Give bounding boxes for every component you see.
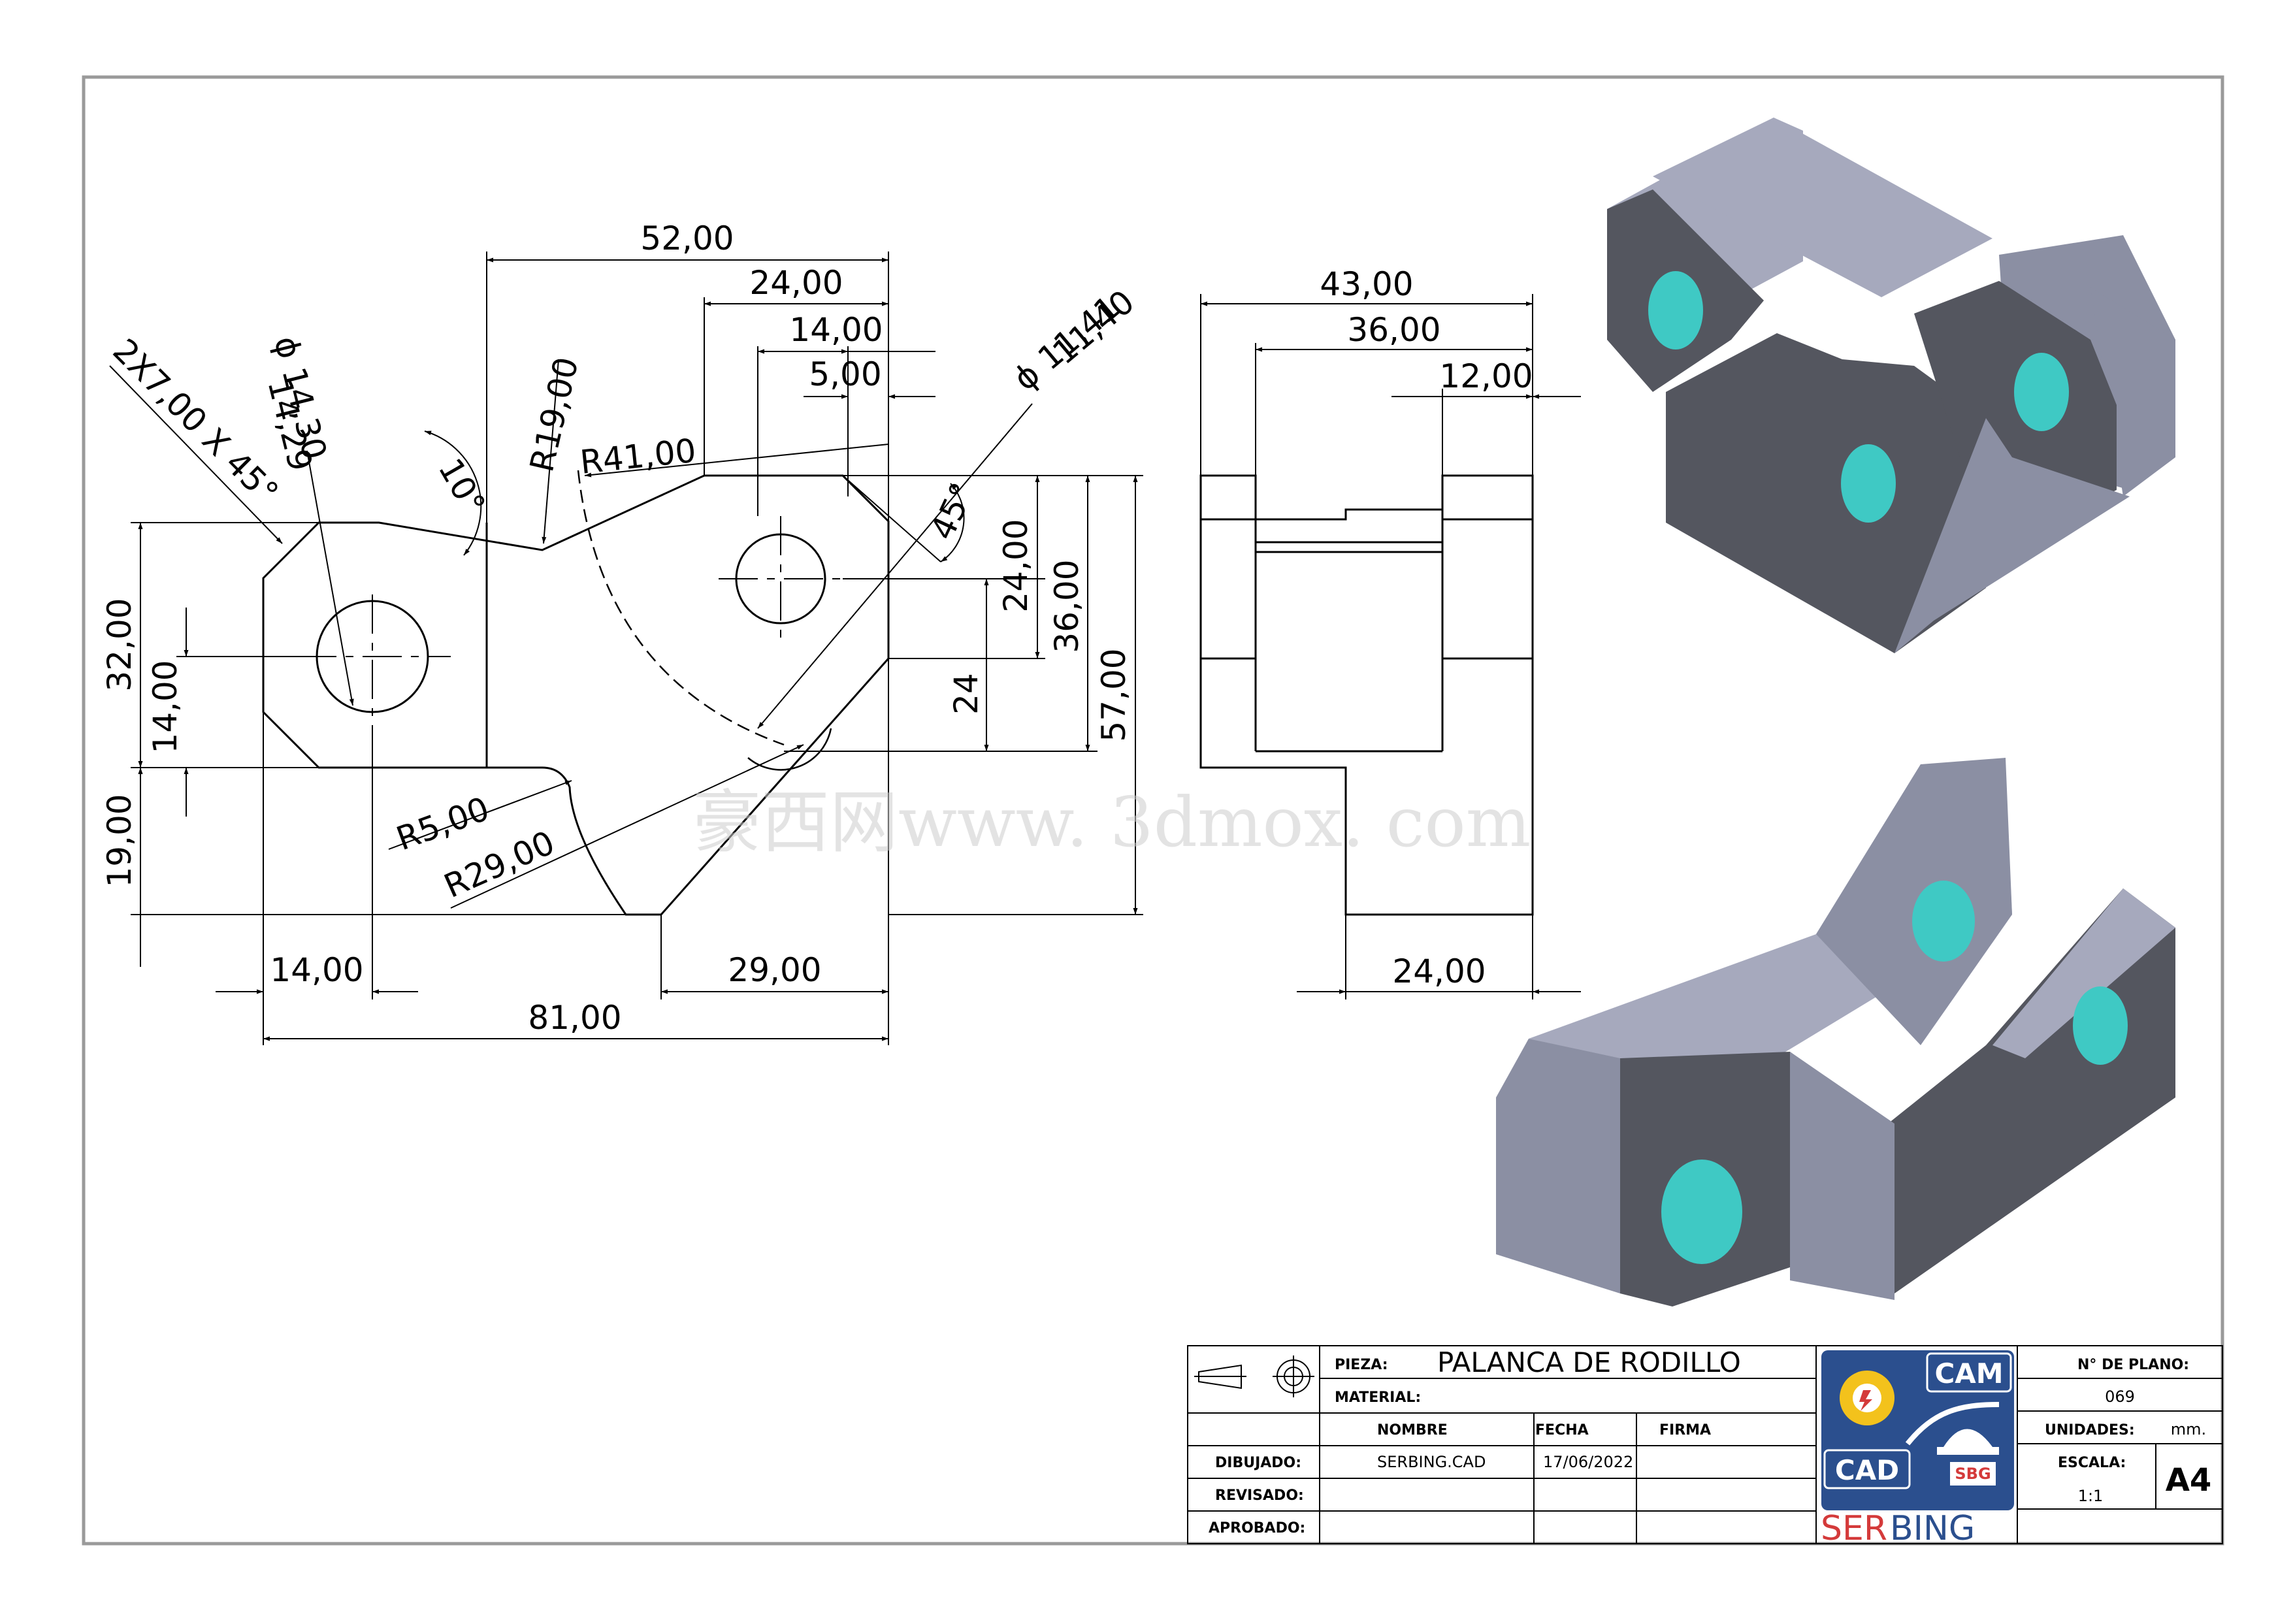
serbing-logo: CAM CAD SBG SER BING: [1821, 1350, 2014, 1548]
dim-14-top: 14,00: [789, 311, 883, 349]
chamfer-note: 2X7,00 X 45°: [106, 331, 286, 512]
front-view-dimensions: [109, 252, 1143, 1045]
unidades-label: UNIDADES:: [2045, 1422, 2135, 1438]
logo-ser: SER: [1821, 1509, 1887, 1548]
helmet-icon: [1943, 1429, 1992, 1447]
title-block: [1187, 1345, 2223, 1544]
hole-iso-5: [1912, 881, 1975, 962]
dim-36-side: 36,00: [1347, 311, 1440, 349]
angle-45: 45°: [923, 477, 982, 545]
col-nombre: NOMBRE: [1377, 1422, 1448, 1438]
logo-cam: CAM: [1934, 1357, 2003, 1389]
dim-19: 19,00: [101, 794, 138, 887]
aprobado-label: APROBADO:: [1209, 1520, 1305, 1536]
hole-iso-3: [2014, 353, 2069, 431]
dim-14-left: 14,00: [146, 660, 184, 753]
dim-5: 5,00: [809, 355, 881, 393]
dim-12: 12,00: [1439, 357, 1533, 395]
dim-52: 52,00: [640, 219, 734, 257]
pieza-value: PALANCA DE RODILLO: [1437, 1346, 1741, 1378]
isometric-view-top: [1607, 118, 2175, 653]
angle-10: 10°: [431, 452, 493, 521]
logo-cad: CAD: [1835, 1454, 1899, 1486]
hole-iso-6: [2073, 986, 2128, 1065]
material-label: MATERIAL:: [1335, 1389, 1421, 1406]
col-fecha: FECHA: [1535, 1422, 1589, 1438]
dim-24-inner: 24: [947, 673, 985, 715]
radius-41: R41,00: [578, 432, 698, 481]
front-view: [262, 470, 890, 916]
dim-81: 81,00: [528, 999, 621, 1037]
dim-14-bottom: 14,00: [270, 951, 363, 989]
dibujado-label: DIBUJADO:: [1215, 1455, 1301, 1471]
dim-24-right: 24,00: [997, 519, 1035, 612]
escala-value: 1:1: [2078, 1487, 2104, 1505]
dibujado-nombre: SERBING.CAD: [1377, 1453, 1486, 1471]
dim-57: 57,00: [1095, 648, 1133, 741]
watermark: 豪西网www. 3dmox. com: [692, 783, 1531, 862]
isometric-view-bottom: [1496, 758, 2175, 1307]
dim-24-side: 24,00: [1392, 952, 1486, 990]
dim-29: 29,00: [728, 951, 821, 989]
side-view-dimensions: [1200, 294, 1581, 999]
logo-badge: SBG: [1955, 1465, 1991, 1483]
dim-43: 43,00: [1320, 265, 1413, 303]
sheet-border: [82, 75, 2224, 1546]
plano-label: N° DE PLANO:: [2077, 1357, 2189, 1373]
dim-32: 32,00: [101, 598, 138, 691]
dim-36-right: 36,00: [1048, 559, 1086, 653]
lightning-icon: [1859, 1390, 1872, 1411]
front-view-outline: [262, 474, 890, 916]
hole-iso-1: [1648, 271, 1703, 349]
plano-value: 069: [2105, 1388, 2135, 1406]
radius-5: R5,00: [391, 790, 494, 858]
dibujado-fecha: 17/06/2022: [1543, 1453, 1633, 1471]
format-value: A4: [2166, 1462, 2212, 1499]
unidades-value: mm.: [2171, 1420, 2206, 1438]
pieza-label: PIEZA:: [1335, 1357, 1388, 1373]
radius-19: R19,00: [523, 353, 586, 475]
logo-bing: BING: [1890, 1509, 1975, 1548]
col-firma: FIRMA: [1659, 1422, 1711, 1438]
hole-iso-2: [1841, 444, 1896, 523]
revisado-label: REVISADO:: [1215, 1487, 1304, 1504]
escala-label: ESCALA:: [2058, 1455, 2126, 1471]
dim-24-top: 24,00: [749, 264, 843, 302]
hole-iso-4: [1661, 1160, 1742, 1264]
